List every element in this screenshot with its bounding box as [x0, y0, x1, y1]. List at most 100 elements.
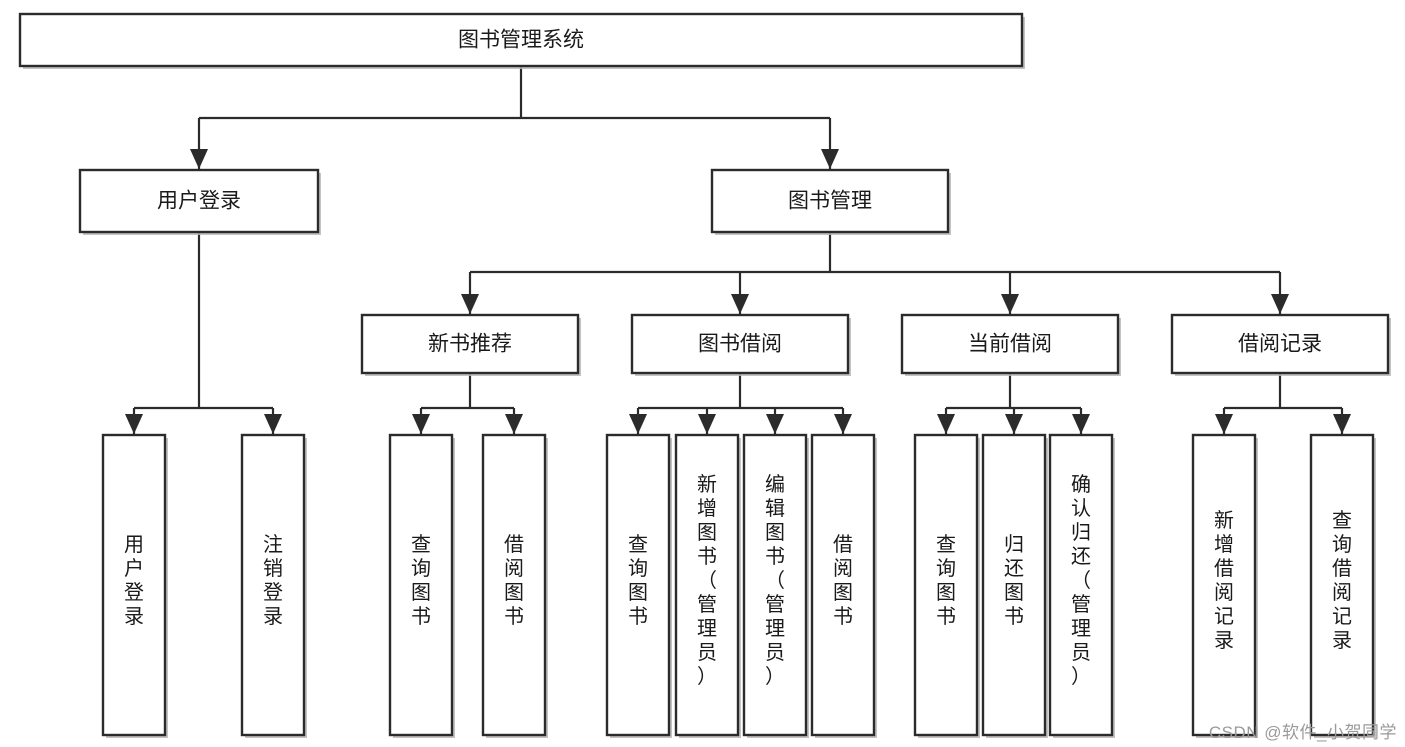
node-leaf-edit-book-label-char: 书: [765, 545, 785, 568]
node-leaf-query-book-3-label-char: 询: [936, 557, 956, 580]
node-user-login-rect[interactable]: [78, 168, 320, 234]
node-current-borrow[interactable]: 当前借阅: [900, 313, 1121, 376]
node-leaf-query-book-2-label-char: 图: [628, 582, 648, 604]
node-leaf-edit-book-label-char: 理: [765, 618, 785, 640]
node-borrow-record-label: 借阅记录: [1238, 333, 1322, 356]
node-leaf-query-book-1-label-char: 图: [411, 582, 431, 604]
node-leaf-logout-label-char: 注: [263, 533, 283, 556]
node-book-manage-rect[interactable]: [710, 168, 950, 234]
book-borrow-to-leaves-arrow-1: [698, 414, 716, 434]
node-borrow-record[interactable]: 借阅记录: [1170, 313, 1391, 376]
node-root[interactable]: 图书管理系统: [18, 12, 1025, 69]
node-leaf-query-record-label-char: 阅: [1332, 581, 1352, 604]
node-leaf-add-book-rect[interactable]: [674, 433, 740, 737]
node-leaf-query-record-label-char: 查: [1332, 509, 1352, 532]
node-leaf-user-login-label-char: 用: [124, 534, 144, 556]
node-leaf-borrow-book-1-label-char: 图: [504, 582, 524, 604]
bookmanage-to-l2-arrow-1: [731, 294, 749, 314]
node-leaf-borrow-book-2-label-char: 书: [833, 605, 853, 628]
node-current-borrow-rect[interactable]: [900, 313, 1120, 375]
node-leaf-edit-book-label-char: 辑: [765, 497, 785, 520]
node-leaf-borrow-book-2-label-char: 阅: [833, 557, 853, 580]
node-user-login[interactable]: 用户登录: [78, 168, 321, 235]
borrow-record-to-leaves-arrow-0: [1215, 414, 1233, 434]
node-leaf-confirm-return-label-char: 还: [1071, 545, 1091, 568]
node-leaf-query-record-label-char: 记: [1332, 605, 1352, 628]
node-leaf-query-record-rect[interactable]: [1309, 433, 1375, 737]
node-book-borrow[interactable]: 图书借阅: [630, 313, 851, 376]
node-layer: 图书管理系统用户登录图书管理新书推荐图书借阅当前借阅借阅记录用户登录注销登录查询…: [18, 12, 1391, 738]
node-leaf-user-login[interactable]: 用户登录: [101, 433, 168, 738]
node-leaf-add-record-label-char: 增: [1214, 533, 1234, 556]
node-leaf-edit-book-label-char: 管: [765, 593, 785, 616]
node-leaf-borrow-book-2-rect[interactable]: [810, 433, 876, 737]
node-leaf-edit-book-label-char: ）: [765, 665, 785, 688]
book-borrow-to-leaves-arrow-0: [629, 414, 647, 434]
root-to-l1-arrow-0: [190, 149, 208, 169]
book-borrow-to-leaves-arrow-3: [834, 414, 852, 434]
node-leaf-add-book-label-char: ）: [697, 665, 717, 688]
node-leaf-add-record-label-char: 录: [1214, 630, 1234, 652]
userlogin-to-leaves-arrow-0: [125, 414, 143, 434]
node-borrow-record-rect[interactable]: [1170, 313, 1390, 375]
node-root-rect[interactable]: [18, 12, 1024, 68]
node-leaf-add-book-label-char: 新: [697, 473, 717, 496]
node-leaf-confirm-return-rect[interactable]: [1048, 433, 1114, 737]
bookmanage-to-l2-arrow-3: [1271, 294, 1289, 314]
node-leaf-return-book-label-char: 归: [1004, 533, 1024, 556]
node-leaf-query-book-1-rect[interactable]: [388, 433, 454, 737]
node-leaf-user-login-label-char: 户: [124, 557, 144, 580]
connector-layer: [125, 66, 1351, 434]
node-user-login-label: 用户登录: [157, 190, 241, 213]
node-leaf-query-book-3-rect[interactable]: [913, 433, 979, 737]
bookmanage-to-l2-arrow-0: [461, 294, 479, 314]
current-borrow-to-leaves-arrow-1: [1005, 414, 1023, 434]
node-leaf-confirm-return-label-char: 确: [1071, 473, 1091, 496]
node-leaf-confirm-return-label-char: 理: [1071, 618, 1091, 640]
node-leaf-edit-book-rect[interactable]: [742, 433, 808, 737]
new-book-recommend-to-leaves-arrow-1: [505, 414, 523, 434]
node-leaf-add-record-rect[interactable]: [1191, 433, 1257, 737]
node-leaf-query-book-2-label-char: 询: [628, 557, 648, 580]
node-leaf-query-book-3-label-char: 书: [936, 605, 956, 628]
node-leaf-logout-rect[interactable]: [240, 433, 306, 737]
node-leaf-query-record-label-char: 借: [1332, 557, 1352, 580]
node-leaf-logout-label-char: 登: [263, 581, 283, 604]
node-leaf-borrow-book-1-label-char: 阅: [504, 557, 524, 580]
node-leaf-add-record-label-char: 借: [1214, 557, 1234, 580]
node-leaf-add-record-label-char: 新: [1214, 509, 1234, 532]
node-leaf-borrow-book-2-label-char: 图: [833, 582, 853, 604]
node-leaf-query-record-label-char: 询: [1332, 533, 1352, 556]
node-leaf-query-book-2-label-char: 书: [628, 605, 648, 628]
node-leaf-edit-book-label-char: 员: [765, 642, 785, 664]
node-leaf-borrow-book-1-rect[interactable]: [481, 433, 547, 737]
node-new-book-recommend[interactable]: 新书推荐: [360, 313, 581, 376]
node-leaf-user-login-rect[interactable]: [101, 433, 167, 737]
node-leaf-edit-book-label-char: 图: [765, 522, 785, 544]
node-leaf-return-book-rect[interactable]: [981, 433, 1047, 737]
node-new-book-recommend-rect[interactable]: [360, 313, 580, 375]
node-book-borrow-rect[interactable]: [630, 313, 850, 375]
node-book-manage[interactable]: 图书管理: [710, 168, 951, 235]
node-leaf-query-book-2-rect[interactable]: [605, 433, 671, 737]
node-book-borrow-label: 图书借阅: [698, 333, 782, 356]
node-leaf-borrow-book-1-label-char: 书: [504, 605, 524, 628]
node-leaf-confirm-return-label-char: 认: [1071, 497, 1091, 520]
node-leaf-add-book-label-char: 管: [697, 593, 717, 616]
node-leaf-add-book-label-char: （: [697, 569, 717, 592]
node-leaf-confirm-return-label-char: （: [1071, 569, 1091, 592]
node-leaf-query-book-3-label-char: 图: [936, 582, 956, 604]
